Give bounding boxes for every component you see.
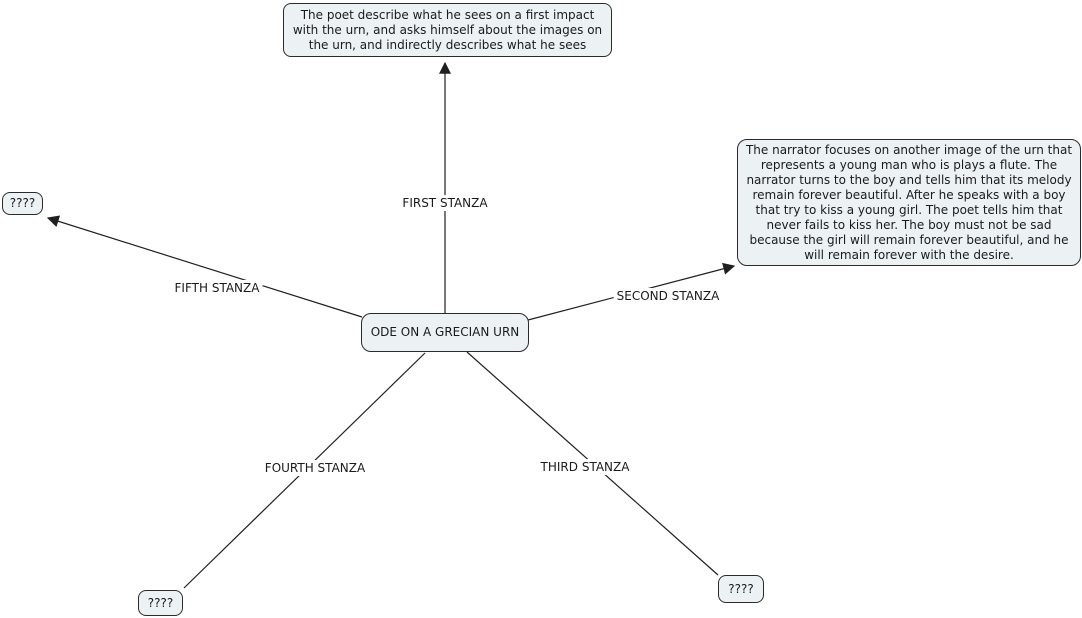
- node-fifth-stanza-placeholder[interactable]: ????: [2, 192, 43, 215]
- node-fourth-stanza-placeholder[interactable]: ????: [138, 590, 183, 616]
- link-label-fourth-stanza[interactable]: FOURTH STANZA: [261, 460, 369, 476]
- node-second-stanza-summary[interactable]: The narrator focuses on another image of…: [737, 139, 1081, 266]
- link-label-second-stanza[interactable]: SECOND STANZA: [613, 288, 723, 304]
- link-label-fifth-stanza[interactable]: FIFTH STANZA: [171, 280, 263, 296]
- node-third-stanza-placeholder[interactable]: ????: [718, 575, 764, 603]
- link-label-third-stanza[interactable]: THIRD STANZA: [537, 459, 633, 475]
- link-line-fifth-stanza: [46, 215, 363, 318]
- node-first-stanza-summary[interactable]: The poet describe what he sees on a firs…: [283, 3, 612, 57]
- node-ode-on-a-grecian-urn[interactable]: ODE ON A GRECIAN URN: [361, 313, 529, 352]
- link-label-first-stanza[interactable]: FIRST STANZA: [399, 195, 491, 211]
